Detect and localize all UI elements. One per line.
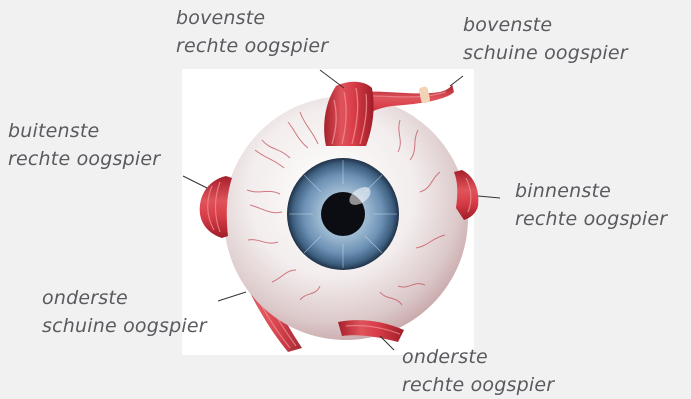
label-superior-oblique: bovenste schuine oogspier — [463, 11, 628, 67]
label-line: onderste — [402, 343, 554, 371]
label-line: bovenste — [176, 4, 328, 32]
label-inferior-rectus: onderste rechte oogspier — [402, 343, 554, 399]
label-lateral-rectus: buitenste rechte oogspier — [8, 117, 160, 173]
label-line: onderste — [42, 284, 207, 312]
label-line: rechte oogspier — [8, 145, 160, 173]
label-line: bovenste — [463, 11, 628, 39]
label-line: buitenste — [8, 117, 160, 145]
label-line: rechte oogspier — [515, 205, 667, 233]
label-line: binnenste — [515, 177, 667, 205]
label-line: schuine oogspier — [463, 39, 628, 67]
leader-line-medial-rectus — [478, 196, 500, 198]
label-line: schuine oogspier — [42, 312, 207, 340]
label-line: rechte oogspier — [402, 371, 554, 399]
label-line: rechte oogspier — [176, 32, 328, 60]
label-inferior-oblique: onderste schuine oogspier — [42, 284, 207, 340]
label-medial-rectus: binnenste rechte oogspier — [515, 177, 667, 233]
label-superior-rectus: bovenste rechte oogspier — [176, 4, 328, 60]
